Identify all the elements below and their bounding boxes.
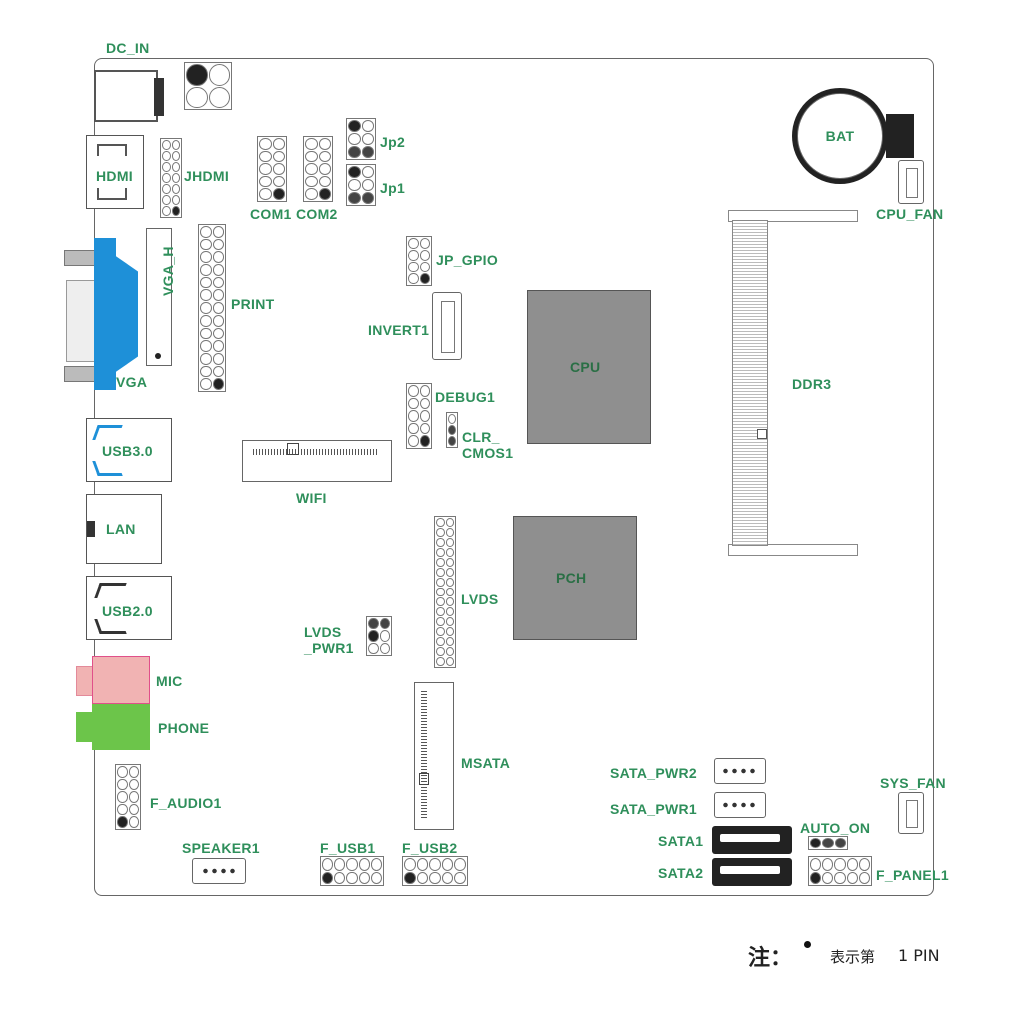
vga-label: VGA [116,374,148,390]
f-usb1-header [320,856,384,886]
f-usb2-label: F_USB2 [402,840,458,856]
vga-screw-top [64,250,96,266]
sata2-port [712,858,792,886]
cpu-label: CPU [570,359,601,375]
invert1-label: INVERT1 [368,322,430,338]
usb30-label: USB3.0 [102,443,153,459]
sys-fan-connector [898,792,924,834]
f-usb2-header [402,856,468,886]
sata2-label: SATA2 [658,865,704,881]
usb2-port [86,576,172,640]
jp-gpio-label: JP_GPIO [436,252,499,268]
pch-label: PCH [556,570,587,586]
f-usb1-label: F_USB1 [320,840,376,856]
f-panel1-label: F_PANEL1 [876,867,949,883]
clr-label: CLR_ [462,429,500,445]
jp2-jumper [346,118,376,160]
dc-in-plug [154,78,164,116]
note-text: 表示第 [830,948,876,966]
com1-header [257,136,287,202]
sata-pwr1-connector [714,792,766,818]
cpu-chip [527,290,651,444]
usb3-contact-top [92,425,123,440]
pch-chip [513,516,637,640]
f-panel1-header [808,856,872,886]
wifi-label: WIFI [296,490,327,506]
print-label: PRINT [231,296,275,312]
battery-holder: BAT [792,88,888,184]
sata-pwr2-connector [714,758,766,784]
lan-label: LAN [106,521,136,537]
jp-gpio-header [406,236,432,286]
note-pin: 1 PIN [898,946,940,965]
ddr3-slot [732,220,768,546]
wifi-slot [242,440,392,482]
invert1-connector [432,292,462,360]
print-header [198,224,226,392]
speaker1-connector [192,858,246,884]
ddr3-latch-bottom [728,544,858,556]
mic-label: MIC [156,673,183,689]
lvds-pwr-label-b: _PWR1 [304,640,354,656]
sata1-port [712,826,792,854]
com2-label: COM2 [296,206,338,222]
pin1-marker-icon [804,941,811,948]
usb3-contact-bottom [92,461,123,476]
jp2-label: Jp2 [380,134,406,150]
dc-in-jack [94,70,164,122]
dc-in-label: DC_IN [106,40,150,56]
lvds-label: LVDS [461,591,499,607]
lan-port [86,494,162,564]
lvds-pwr-label-a: LVDS [304,624,342,640]
vga-shell [66,280,98,362]
hdmi-port [86,135,144,209]
usb2-contact-top [94,583,127,598]
speaker1-label: SPEAKER1 [182,840,260,856]
lvds-pwr1-jumper [366,616,392,656]
cpu-fan-connector [898,160,924,204]
usb20-label: USB2.0 [102,603,153,619]
mic-jack [92,656,150,704]
f-audio1-label: F_AUDIO1 [150,795,222,811]
vga-h-connector [146,228,172,366]
hdmi-shape-top [97,144,127,156]
vga-screw-bottom [64,366,96,382]
clr-cmos1-jumper [446,412,458,448]
jp1-label: Jp1 [380,180,406,196]
cpu-fan-label: CPU_FAN [876,206,944,222]
sata1-label: SATA1 [658,833,704,849]
phone-label: PHONE [158,720,210,736]
phone-jack-tip [76,712,94,742]
lvds-header [434,516,456,668]
hdmi-shape-bottom [97,188,127,200]
jhdmi-header [160,138,182,218]
msata-slot [414,682,454,830]
vga-h-label: VGA_H [160,246,176,296]
hdmi-label: HDMI [96,168,133,184]
dc-in-header [184,62,232,110]
usb3-port [86,418,172,482]
battery-clip [886,114,914,158]
msata-label: MSATA [461,755,511,771]
sata-pwr2-label: SATA_PWR2 [610,765,697,781]
cmos1-label: CMOS1 [462,445,514,461]
auto-on-jumper [808,836,848,850]
ddr3-latch-top [728,210,858,222]
sys-fan-label: SYS_FAN [880,775,946,791]
bat-label: BAT [825,127,855,144]
note-prefix: 注： [748,946,793,971]
com2-header [303,136,333,202]
auto-on-label: AUTO_ON [800,820,871,836]
jp1-jumper [346,164,376,206]
f-audio1-header [115,764,141,830]
com1-label: COM1 [250,206,292,222]
ddr3-label: DDR3 [792,376,832,392]
sata-pwr1-label: SATA_PWR1 [610,801,697,817]
phone-jack [92,704,150,750]
debug1-label: DEBUG1 [435,389,496,405]
jhdmi-label: JHDMI [184,168,230,184]
usb2-contact-bottom [94,619,127,634]
debug1-header [406,383,432,449]
